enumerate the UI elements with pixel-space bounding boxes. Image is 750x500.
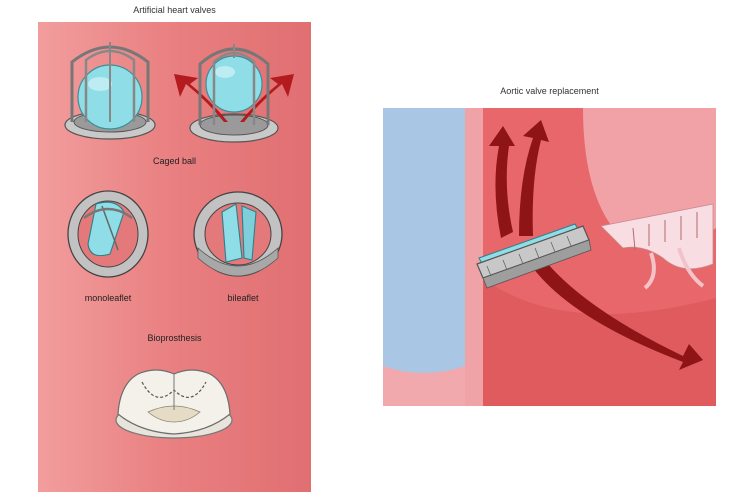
heart-tissue-upper bbox=[583, 108, 716, 243]
aorta-vessel-icon bbox=[383, 108, 465, 377]
label-monoleaflet: monoleaflet bbox=[84, 293, 132, 303]
caged-ball-valve-closed-icon bbox=[64, 42, 156, 140]
label-caged-ball: Caged ball bbox=[152, 156, 197, 166]
prosthetic-valve-ring-icon bbox=[476, 223, 592, 289]
monoleaflet-valve-icon bbox=[67, 190, 149, 278]
artificial-valves-panel: Caged ball monoleaflet bileaflet Biopros… bbox=[38, 22, 311, 492]
label-bileaflet: bileaflet bbox=[227, 293, 259, 303]
caged-ball-valve-open-icon bbox=[174, 44, 294, 143]
aortic-valve-replacement-panel bbox=[383, 108, 716, 406]
left-title: Artificial heart valves bbox=[133, 5, 216, 15]
bileaflet-valve-icon bbox=[193, 191, 283, 277]
blood-flow-arrow-icon bbox=[489, 120, 703, 370]
bioprosthesis-valve-icon bbox=[115, 369, 233, 439]
label-bioprosthesis: Bioprosthesis bbox=[147, 333, 202, 343]
mitral-leaflet-icon bbox=[600, 203, 714, 290]
right-title: Aortic valve replacement bbox=[500, 86, 599, 96]
